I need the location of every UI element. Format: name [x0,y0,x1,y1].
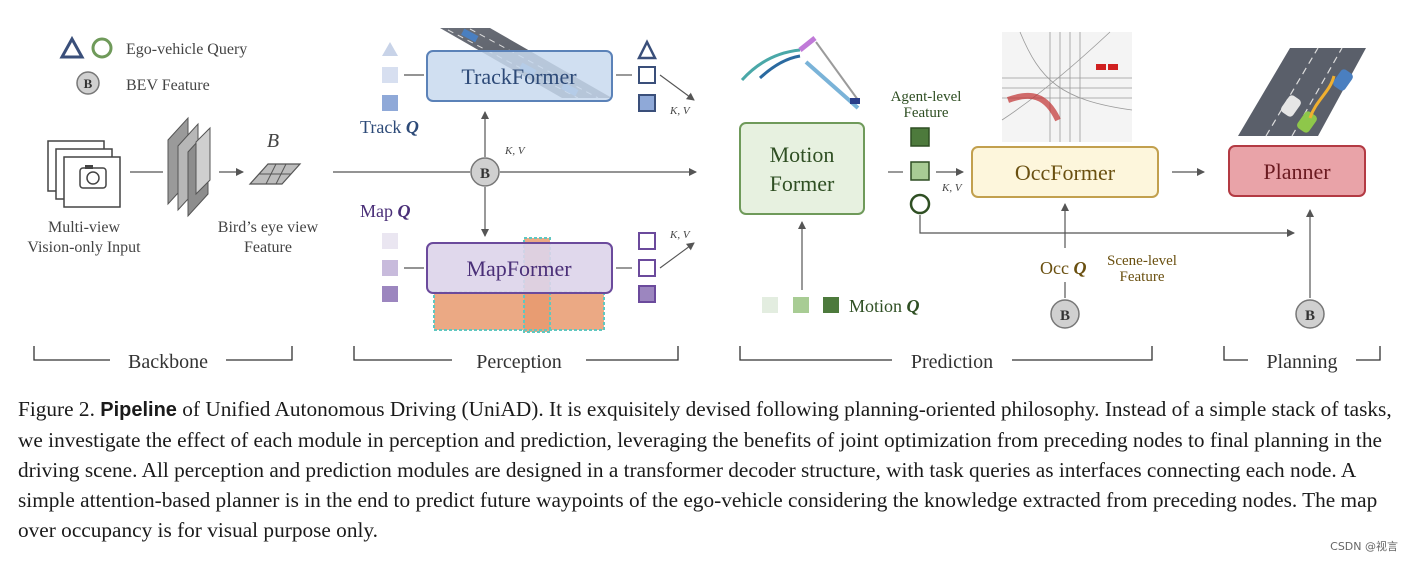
stage-label-backbone: Backbone [128,351,208,373]
motion-former-label-2: Former [770,171,835,196]
bev-legend-symbol: B [84,76,93,91]
occ-q-label: Occ Q [1040,258,1086,278]
track-output-square [638,66,656,84]
legend-bev-label: BEV Feature [126,77,210,94]
bev-symbol: B [267,130,279,152]
track-q-label: Track Q [360,117,419,137]
planner-bev-symbol: B [1305,308,1315,324]
motion-query-square [793,297,809,313]
track-query-square [382,67,398,83]
track-output-square [638,94,656,112]
scene-feature-label-1: Scene-level [1107,253,1177,269]
legend-query-label: Ego-vehicle Query [126,41,247,58]
input-label-2: Vision-only Input [27,239,141,256]
agent-feature-label-2: Feature [904,105,949,121]
track-query-square [382,95,398,111]
track-output-triangle-icon [636,39,658,60]
bev-grid-icon [248,163,302,185]
watermark: CSDN @视言 [1330,540,1398,553]
backbone-network-icon [167,116,211,218]
track-query-triangle-icon [382,42,398,56]
planner-label: Planner [1263,159,1331,184]
occ-bev-symbol: B [1060,308,1070,324]
legend: Ego-vehicle Query B BEV Feature [59,35,247,95]
agent-feature-square [910,127,930,147]
perception-section: TrackFormer Track Q K, V B K, V MapForme… [360,28,695,333]
planning-scene-image [1238,47,1366,137]
motion-former-label-1: Motion [770,142,835,167]
agent-feature-label-1: Agent-level [891,89,962,105]
motion-trajectory-image [740,36,860,110]
circle-query-icon [91,37,113,59]
triangle-query-icon [59,35,85,59]
motion-former-box[interactable] [739,122,865,215]
map-query-square [382,286,398,302]
map-q-label: Map Q [360,201,411,221]
stage-label-planning: Planning [1266,351,1337,373]
stage-label-perception: Perception [476,351,562,373]
bev-label-1: Bird’s eye view [218,219,319,236]
backbone-section: Multi-view Vision-only Input B Bird’s ey… [27,116,319,256]
motion-query-square [823,297,839,313]
motion-q-label: Motion Q [849,296,920,316]
pipeline-diagram: Ego-vehicle Query B BEV Feature Multi-vi… [27,28,1381,373]
map-output-square [638,285,656,303]
map-former-label: MapFormer [466,256,572,281]
track-former-label: TrackFormer [461,64,577,89]
camera-stack-icon [47,140,121,208]
planner-box[interactable] [1228,145,1366,197]
agent-feature-square [910,161,930,181]
map-output-square [638,259,656,277]
agent-feature-circle-icon [909,193,931,215]
caption-text: of Unified Autonomous Driving (UniAD). I… [18,397,1392,542]
bev-node-symbol: B [480,166,490,182]
prediction-section: Motion Former Motion Q Agent-level Featu… [739,31,1295,329]
agent-kv-label: K, V [941,182,963,194]
occupancy-scene-image [1001,31,1133,142]
caption-bold-term: Pipeline [100,399,177,421]
bev-kv-label: K, V [504,145,526,157]
map-former-box[interactable] [426,242,613,294]
input-label-1: Multi-view [48,219,120,236]
bev-legend-icon [76,71,100,95]
map-query-square [382,260,398,276]
motion-query-square [762,297,778,313]
track-former-box[interactable] [426,50,613,102]
caption-figure-number: Figure 2. [18,397,95,421]
bev-node [470,157,500,187]
planner-bev-node [1295,299,1325,329]
bev-label-2: Feature [244,239,292,256]
stage-brackets [33,346,1381,361]
track-kv-label: K, V [669,105,691,117]
scene-feature-label-2: Feature [1120,269,1165,285]
planning-section: Planner B [1228,47,1366,329]
stage-label-prediction: Prediction [911,351,993,373]
occ-former-box[interactable] [971,146,1159,198]
map-output-square [638,232,656,250]
occ-bev-node [1050,299,1080,329]
occ-former-label: OccFormer [1015,160,1116,185]
figure-caption: Figure 2. Pipeline of Unified Autonomous… [18,394,1398,545]
map-query-square [382,233,398,249]
map-kv-label: K, V [669,229,691,241]
